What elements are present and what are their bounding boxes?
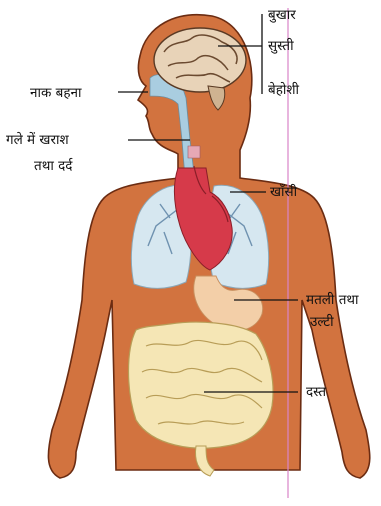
label-nausea-line2: उल्टी <box>310 314 334 330</box>
label-fever: बुखार <box>268 7 296 23</box>
label-lethargy: सुस्ती <box>268 38 294 54</box>
label-throat-line1: गले में खराश <box>6 132 69 148</box>
label-cough: खाँसी <box>270 184 297 200</box>
label-runny-nose: नाक बहना <box>30 85 82 101</box>
label-throat-line2: तथा दर्द <box>34 158 72 174</box>
label-nausea-line1: मतली तथा <box>306 292 359 308</box>
label-diarrhea: दस्त <box>306 384 326 400</box>
label-unconsciousness: बेहोशी <box>268 82 299 98</box>
